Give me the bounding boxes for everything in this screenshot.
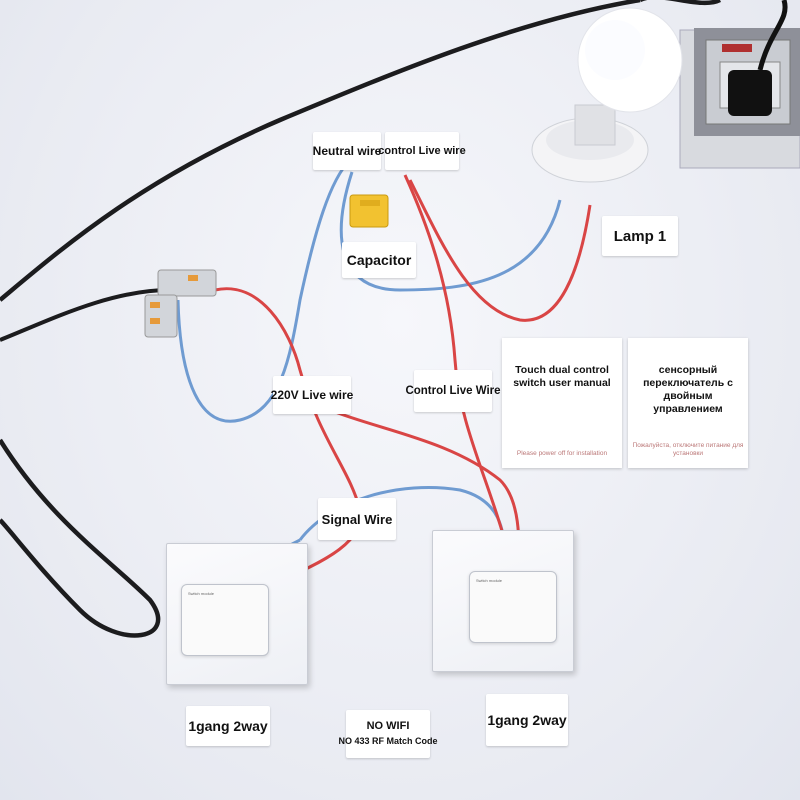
black-cable-to-connector — [0, 288, 171, 342]
wago-connector — [144, 269, 217, 338]
manual-russian-footer: Пожалуйста, отключите питание для устано… — [632, 442, 744, 457]
label-1gang-2way-left: 1gang 2way — [186, 706, 270, 746]
left-switch-panel: Switch module — [166, 543, 308, 685]
black-cable-loop — [0, 438, 161, 638]
manual-english-footer: Please power off for installation — [516, 450, 608, 457]
black-power-cable — [0, 0, 641, 302]
right-switch-panel: Switch module — [432, 530, 574, 672]
label-control-live-wire: Control Live Wire — [405, 370, 501, 412]
manual-russian: сенсорный переключатель с двойным управл… — [628, 338, 748, 468]
manual-english: Touch dual control switch user manual Pl… — [502, 338, 622, 468]
label-no-wifi: NO WIFI NO 433 RF Match Code — [338, 710, 438, 758]
label-lamp: Lamp 1 — [602, 216, 678, 256]
left-switch-module: Switch module — [181, 584, 269, 656]
label-control-live-wire-top: control Live wire — [378, 132, 466, 170]
label-capacitor: Capacitor — [342, 242, 416, 278]
label-no-wifi-line2: NO 433 RF Match Code — [338, 736, 438, 746]
label-220v-live-wire: 220V Live wire — [271, 376, 353, 414]
right-switch-module: Switch module — [469, 571, 557, 643]
label-neutral-wire: Neutral wire — [313, 132, 381, 170]
lamp-bulb — [531, 7, 683, 183]
label-no-wifi-line1: NO WIFI — [366, 720, 410, 732]
manual-english-title: Touch dual control switch user manual — [513, 364, 611, 389]
capacitor-block — [349, 194, 389, 228]
label-1gang-2way-right: 1gang 2way — [486, 694, 568, 746]
manual-russian-title: сенсорный переключатель с двойным управл… — [643, 364, 733, 415]
black-power-cable-2 — [640, 0, 722, 6]
power-plug — [728, 0, 788, 116]
label-signal-wire: Signal Wire — [318, 498, 396, 540]
